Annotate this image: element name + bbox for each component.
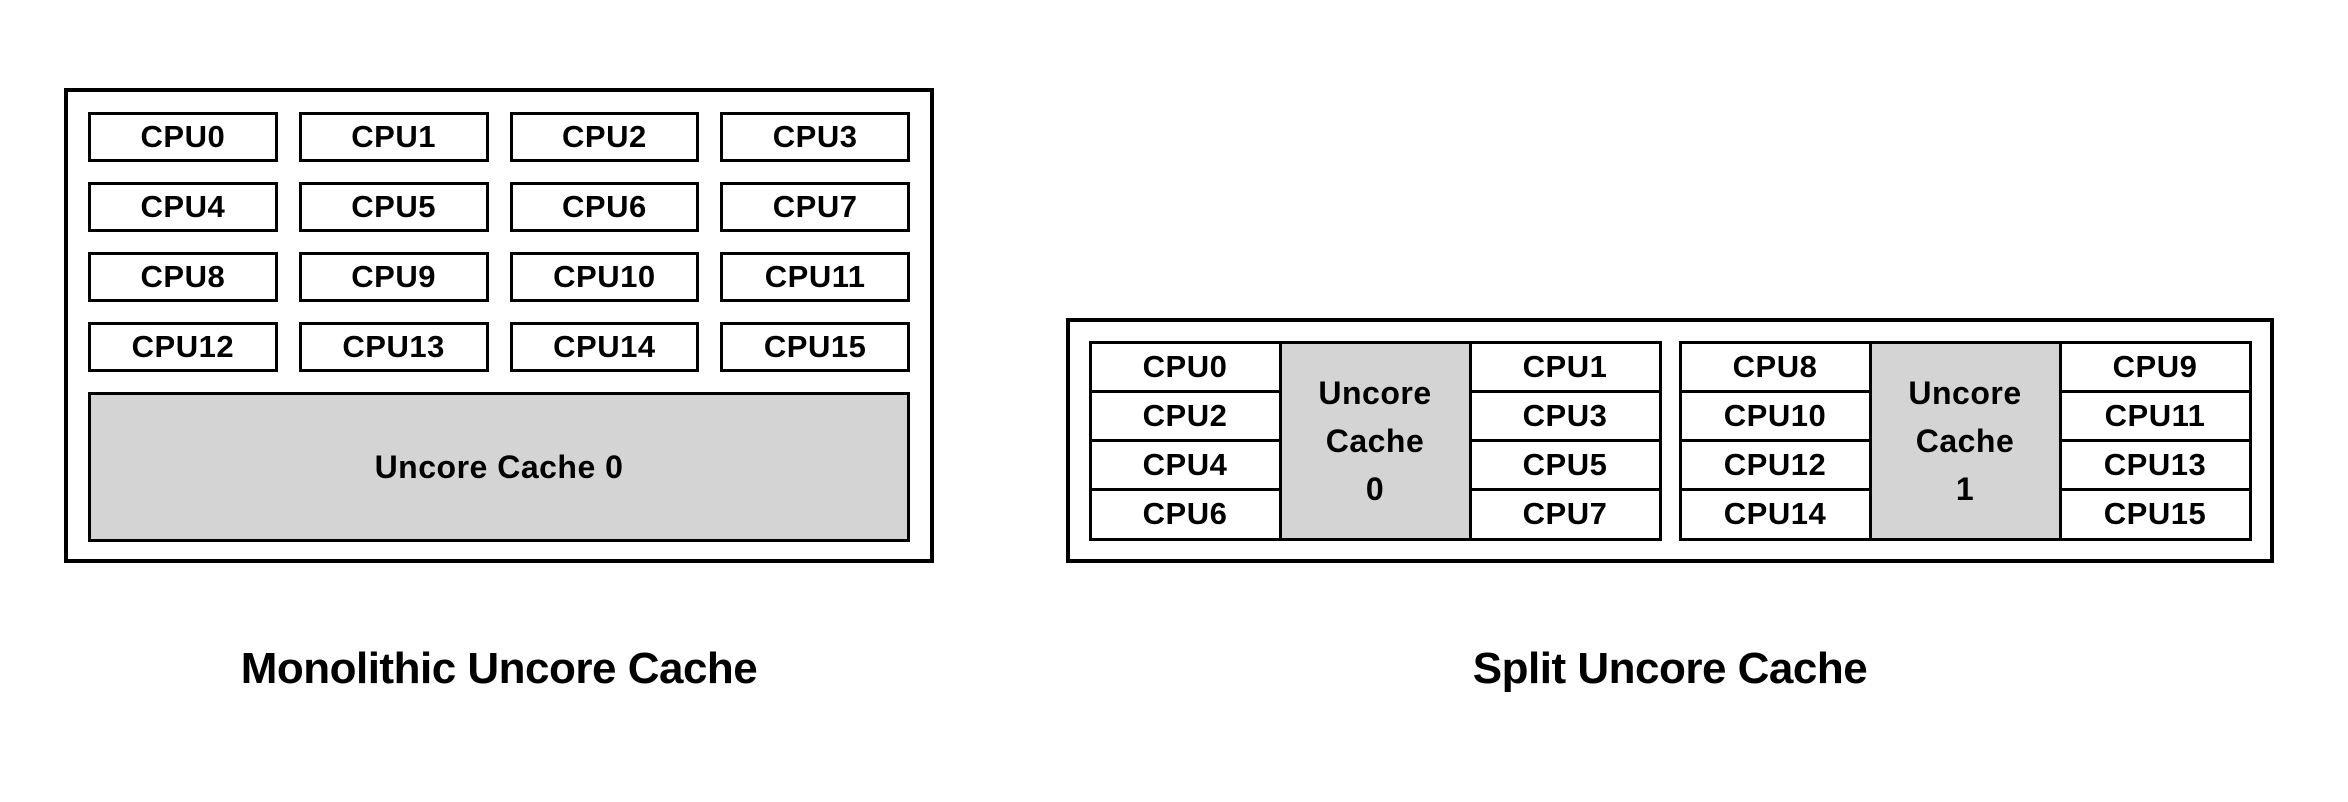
cpu-cell: CPU6 [1088,488,1282,541]
cpu-cell: CPU1 [1468,340,1662,393]
cache-label-line: 1 [1955,470,1975,507]
cpu-cell: CPU14 [1678,488,1872,541]
cpu-cell: CPU5 [1468,438,1662,492]
cpu-cell: CPU8 [1678,340,1872,393]
cpu-cell: CPU2 [1088,389,1282,443]
cpu-box-0: CPU0 [88,112,278,162]
monolithic-diagram: CPU0 CPU1 CPU2 CPU3 CPU4 CPU5 CPU6 CPU7 … [64,88,934,563]
cpu-box-2: CPU2 [509,112,700,162]
cpu-box-14: CPU14 [509,322,700,372]
cpu-box-1: CPU1 [298,112,489,162]
split-group-0: CPU0 Uncore Cache 0 CPU1 CPU2 CPU3 CPU4 … [1088,340,1662,541]
cache-label-line: Cache [1325,422,1425,459]
cpu-cell: CPU12 [1678,438,1872,492]
cpu-box-9: CPU9 [298,252,489,302]
cpu-cell: CPU10 [1678,389,1872,443]
cpu-box-5: CPU5 [298,182,489,232]
cpu-box-3: CPU3 [720,112,910,162]
cpu-cell: CPU13 [2058,438,2252,492]
monolithic-cpu-grid: CPU0 CPU1 CPU2 CPU3 CPU4 CPU5 CPU6 CPU7 … [88,112,910,372]
cpu-box-15: CPU15 [720,322,910,372]
cpu-box-6: CPU6 [509,182,700,232]
cpu-box-12: CPU12 [88,322,278,372]
cpu-box-11: CPU11 [720,252,910,302]
cpu-cell: CPU7 [1468,488,1662,541]
uncore-cache-0-cell: Uncore Cache 0 [1278,340,1472,541]
cpu-cell: CPU9 [2058,340,2252,393]
cpu-box-4: CPU4 [88,182,278,232]
split-caption: Split Uncore Cache [1472,644,1868,693]
split-group-1: CPU8 Uncore Cache 1 CPU9 CPU10 CPU11 CPU… [1678,340,2252,541]
cpu-cell: CPU0 [1088,340,1282,393]
cpu-box-8: CPU8 [88,252,278,302]
cpu-cell: CPU3 [1468,389,1662,443]
uncore-cache-0-box: Uncore Cache 0 [88,392,910,542]
cpu-cell: CPU11 [2058,389,2252,443]
monolithic-caption: Monolithic Uncore Cache [240,644,758,693]
cache-label-line: Uncore [1318,374,1432,411]
cache-label-line: Uncore [1908,374,2022,411]
uncore-cache-1-cell: Uncore Cache 1 [1868,340,2062,541]
cpu-box-10: CPU10 [509,252,700,302]
split-diagram: CPU0 Uncore Cache 0 CPU1 CPU2 CPU3 CPU4 … [1066,318,2274,563]
cpu-box-13: CPU13 [298,322,489,372]
cpu-cell: CPU4 [1088,438,1282,492]
cpu-cell: CPU15 [2058,488,2252,541]
cpu-box-7: CPU7 [720,182,910,232]
cache-label-line: 0 [1365,470,1385,507]
cache-label-line: Cache [1915,422,2015,459]
